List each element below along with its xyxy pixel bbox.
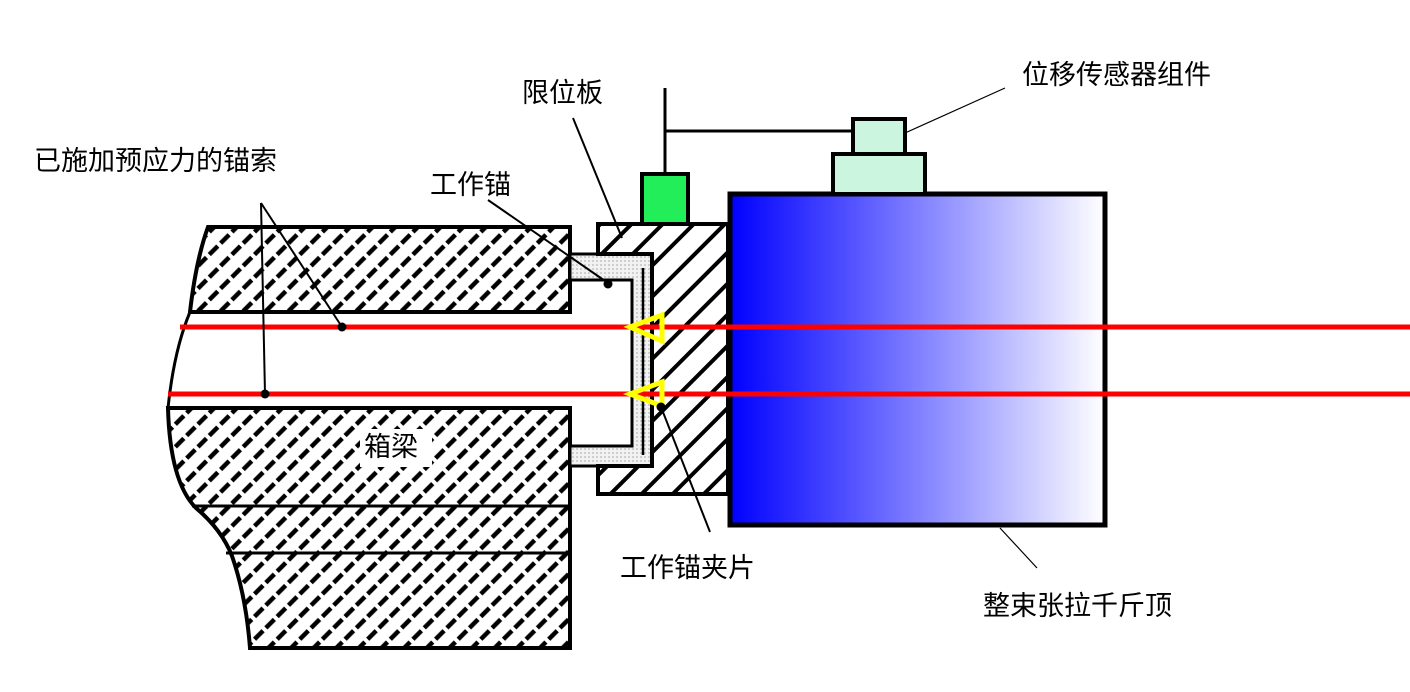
leader-prestressed-cable [260, 202, 343, 328]
sensor-block [640, 172, 690, 226]
box-girder-label-bg [360, 429, 432, 467]
girder-edge-curve [166, 311, 192, 409]
sensor-head [851, 117, 907, 156]
leader-prestressed-cable [260, 202, 266, 395]
girder-top-flange [187, 225, 572, 314]
leader-sensor [904, 87, 1006, 134]
box-girder [165, 225, 572, 650]
leader-dot [337, 322, 347, 332]
leader-lines [260, 87, 1038, 569]
label-prestressed-cables: 已施加预应力的锚索 [34, 146, 277, 177]
sensor-base [831, 152, 927, 196]
leader-working-anchor [487, 199, 609, 284]
anchor-wedge-lower [622, 378, 665, 410]
label-displacement-sensor: 位移传感器组件 [1022, 60, 1211, 91]
label-anchor-wedges: 工作锚夹片 [620, 553, 755, 584]
label-limit-plate: 限位板 [522, 78, 603, 109]
leader-dot [656, 402, 666, 412]
leader-limit-plate [572, 117, 623, 239]
leader-jack [999, 527, 1038, 569]
leader-anchor-wedges [660, 406, 711, 533]
label-jack: 整束张拉千斤顶 [983, 591, 1172, 622]
girder-bottom-body [165, 406, 572, 650]
label-box-girder: 箱梁 [364, 432, 418, 463]
anchor-wedge-upper [623, 311, 665, 345]
tensioning-jack [727, 191, 1108, 528]
leader-dot [260, 389, 270, 399]
label-working-anchor: 工作锚 [430, 170, 511, 201]
leader-dot [603, 279, 613, 289]
